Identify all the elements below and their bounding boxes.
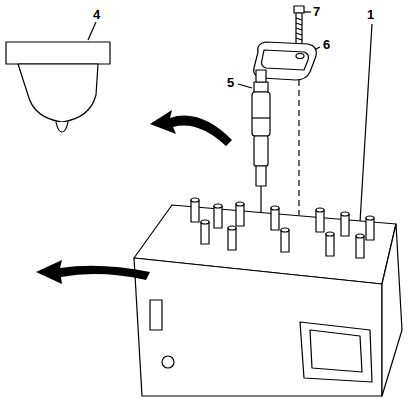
cylinder-head bbox=[134, 205, 402, 396]
valve-guide bbox=[356, 236, 364, 258]
valve-guide-top bbox=[214, 204, 222, 208]
valve-guides bbox=[191, 198, 374, 258]
valve-guide-top bbox=[356, 234, 364, 238]
valve-guide bbox=[271, 208, 279, 230]
valve-guide-top bbox=[326, 232, 334, 236]
valve-guide-top bbox=[316, 208, 324, 212]
valve-guide bbox=[201, 222, 209, 244]
valve-guide-top bbox=[201, 220, 209, 224]
leader-lines bbox=[88, 12, 372, 222]
valve-guide bbox=[228, 228, 236, 250]
valve-guide bbox=[341, 214, 349, 236]
valve-guide-top bbox=[281, 228, 289, 232]
callout-number: 5 bbox=[226, 76, 235, 89]
valve-guide bbox=[236, 204, 244, 226]
injector-tip-detail bbox=[6, 42, 110, 132]
callout-number: 7 bbox=[312, 5, 321, 18]
valve-guide-top bbox=[228, 226, 236, 230]
valve-guide bbox=[191, 200, 199, 222]
valve-guide-top bbox=[236, 202, 244, 206]
direction-arrows bbox=[36, 110, 232, 284]
valve-guide bbox=[316, 210, 324, 232]
valve-guide bbox=[366, 218, 374, 240]
valve-guide-top bbox=[341, 212, 349, 216]
valve-guide-top bbox=[366, 216, 374, 220]
valve-guide bbox=[326, 234, 334, 256]
valve-guide bbox=[281, 230, 289, 252]
callout-number: 4 bbox=[92, 8, 101, 21]
valve-guide bbox=[214, 206, 222, 228]
callout-number: 6 bbox=[322, 38, 331, 51]
callout-number: 1 bbox=[366, 8, 375, 21]
valve-guide-top bbox=[271, 206, 279, 210]
valve-guide-top bbox=[191, 198, 199, 202]
